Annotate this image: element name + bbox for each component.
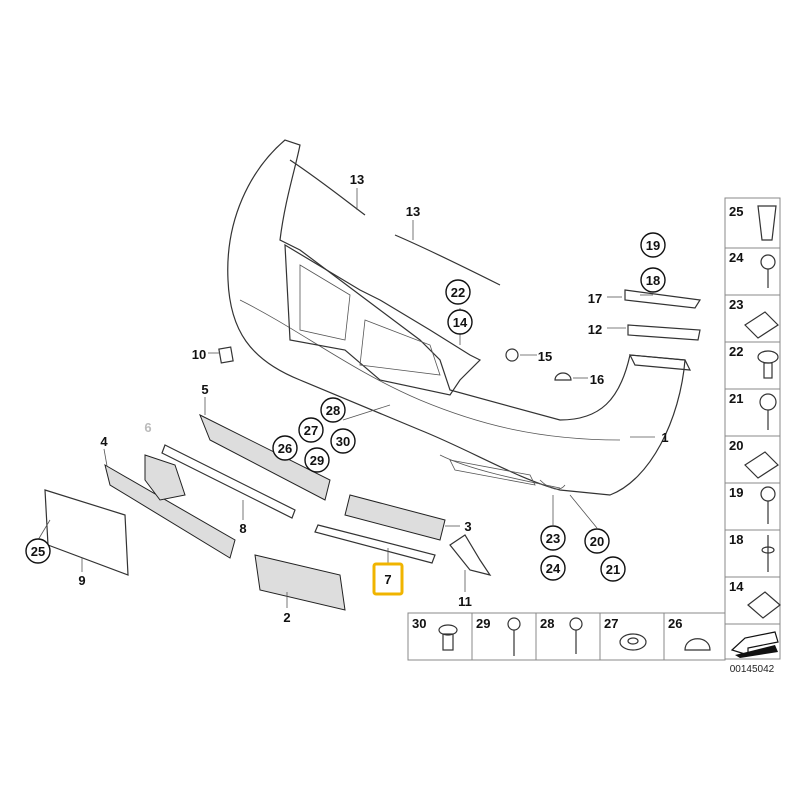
callout-13b: 13	[406, 204, 420, 219]
grille-4	[104, 463, 236, 559]
callout-8: 8	[239, 521, 246, 536]
callout-4: 4	[100, 434, 108, 449]
plain-callouts: 13 13 17 12 10 15 16 5 1 6 4 8 3 9 7 11 …	[78, 172, 668, 625]
callout-label: 24	[546, 561, 561, 576]
callout-11: 11	[458, 594, 472, 609]
callout-22: 22	[445, 279, 471, 305]
callout-14: 14	[447, 309, 473, 335]
grille-2	[254, 554, 346, 611]
license-plate-base-9	[44, 489, 129, 576]
callout-15: 15	[538, 349, 552, 364]
callout-30: 30	[330, 428, 356, 454]
callout-13a: 13	[350, 172, 364, 187]
trim-8	[161, 444, 296, 519]
callout-28: 28	[320, 397, 346, 423]
callout-label: 25	[31, 544, 45, 559]
callout-2: 2	[283, 610, 290, 625]
callout-10: 10	[192, 347, 206, 362]
callout-19: 19	[640, 232, 666, 258]
stud-icon	[761, 535, 775, 572]
callout-5: 5	[201, 382, 208, 397]
side-label: 25	[729, 204, 743, 219]
highlight-box	[372, 562, 404, 596]
cap-icon	[684, 638, 711, 651]
callout-16: 16	[590, 372, 604, 387]
cover-11	[449, 534, 492, 576]
strip-13a	[289, 159, 366, 216]
clip-nut-icon	[744, 311, 779, 339]
bottom-label: 29	[476, 616, 490, 631]
callout-24: 24	[540, 555, 566, 581]
callout-1: 1	[661, 430, 668, 445]
callout-label: 29	[310, 453, 324, 468]
callout-27: 27	[298, 417, 324, 443]
callout-25: 25	[25, 538, 51, 564]
side-label: 20	[729, 438, 743, 453]
clip-nut-icon	[744, 451, 779, 479]
side-label: 22	[729, 344, 743, 359]
bottom-label: 26	[668, 616, 682, 631]
callout-label: 19	[646, 238, 660, 253]
screw-icon	[569, 617, 583, 654]
callout-29: 29	[304, 447, 330, 473]
callout-26: 26	[272, 435, 298, 461]
callout-label: 21	[606, 562, 620, 577]
hex-screw-icon	[759, 393, 777, 430]
kidney-grille	[284, 243, 482, 396]
cap-10	[218, 346, 234, 364]
foglight-cover-6	[144, 454, 186, 501]
callout-23: 23	[540, 525, 566, 551]
callout-21: 21	[600, 556, 626, 582]
side-label: 23	[729, 297, 743, 312]
clip-16	[554, 372, 572, 381]
callout-label: 20	[590, 534, 604, 549]
side-label: 14	[729, 579, 744, 594]
bracket-17	[624, 289, 702, 309]
trim-7	[314, 524, 436, 564]
bottom-label: 28	[540, 616, 554, 631]
bottom-label: 27	[604, 616, 618, 631]
side-label: 21	[729, 391, 743, 406]
expanding-nut-icon	[757, 205, 777, 241]
callout-9: 9	[78, 573, 85, 588]
square-nut-icon	[747, 591, 781, 619]
side-label: 19	[729, 485, 743, 500]
bracket-12	[627, 324, 701, 341]
callout-label: 22	[451, 285, 465, 300]
front-bumper	[227, 139, 692, 496]
side-label: 18	[729, 532, 743, 547]
circled-callouts: 19 18 22 14 28 27 30 26 29 23 24 20 21 2…	[25, 232, 666, 582]
callout-label: 18	[646, 273, 660, 288]
callout-20: 20	[584, 528, 610, 554]
grille-3	[344, 494, 446, 541]
fastener-bottom-panel: 30 29 28 27 26	[407, 612, 726, 661]
side-label: 24	[729, 250, 744, 265]
callout-18: 18	[640, 267, 666, 293]
callout-12: 12	[588, 322, 602, 337]
collar-screw-icon	[757, 350, 779, 379]
callout-label: 27	[304, 423, 318, 438]
bottom-label: 30	[412, 616, 426, 631]
screw-icon	[760, 254, 776, 288]
callout-label: 23	[546, 531, 560, 546]
screw-icon	[507, 617, 521, 656]
strip-13b	[394, 234, 501, 286]
clip-15	[505, 348, 519, 362]
fastener-side-panel: 25 24 23 22 21 20 19 18 14 00145042	[724, 197, 781, 675]
callout-label: 28	[326, 403, 340, 418]
callout-label: 14	[453, 315, 468, 330]
callout-3: 3	[464, 519, 471, 534]
screw-icon	[760, 486, 776, 524]
callout-7-highlighted: 7	[384, 572, 391, 587]
callout-label: 26	[278, 441, 292, 456]
bushing-icon	[438, 624, 458, 651]
callout-17: 17	[588, 291, 602, 306]
diagram-code: 00145042	[730, 664, 775, 675]
callout-label: 30	[336, 434, 350, 449]
washer-icon	[619, 633, 647, 651]
leader-lines	[37, 188, 655, 608]
arrow-shadow	[735, 645, 778, 658]
callout-6: 6	[144, 420, 151, 435]
